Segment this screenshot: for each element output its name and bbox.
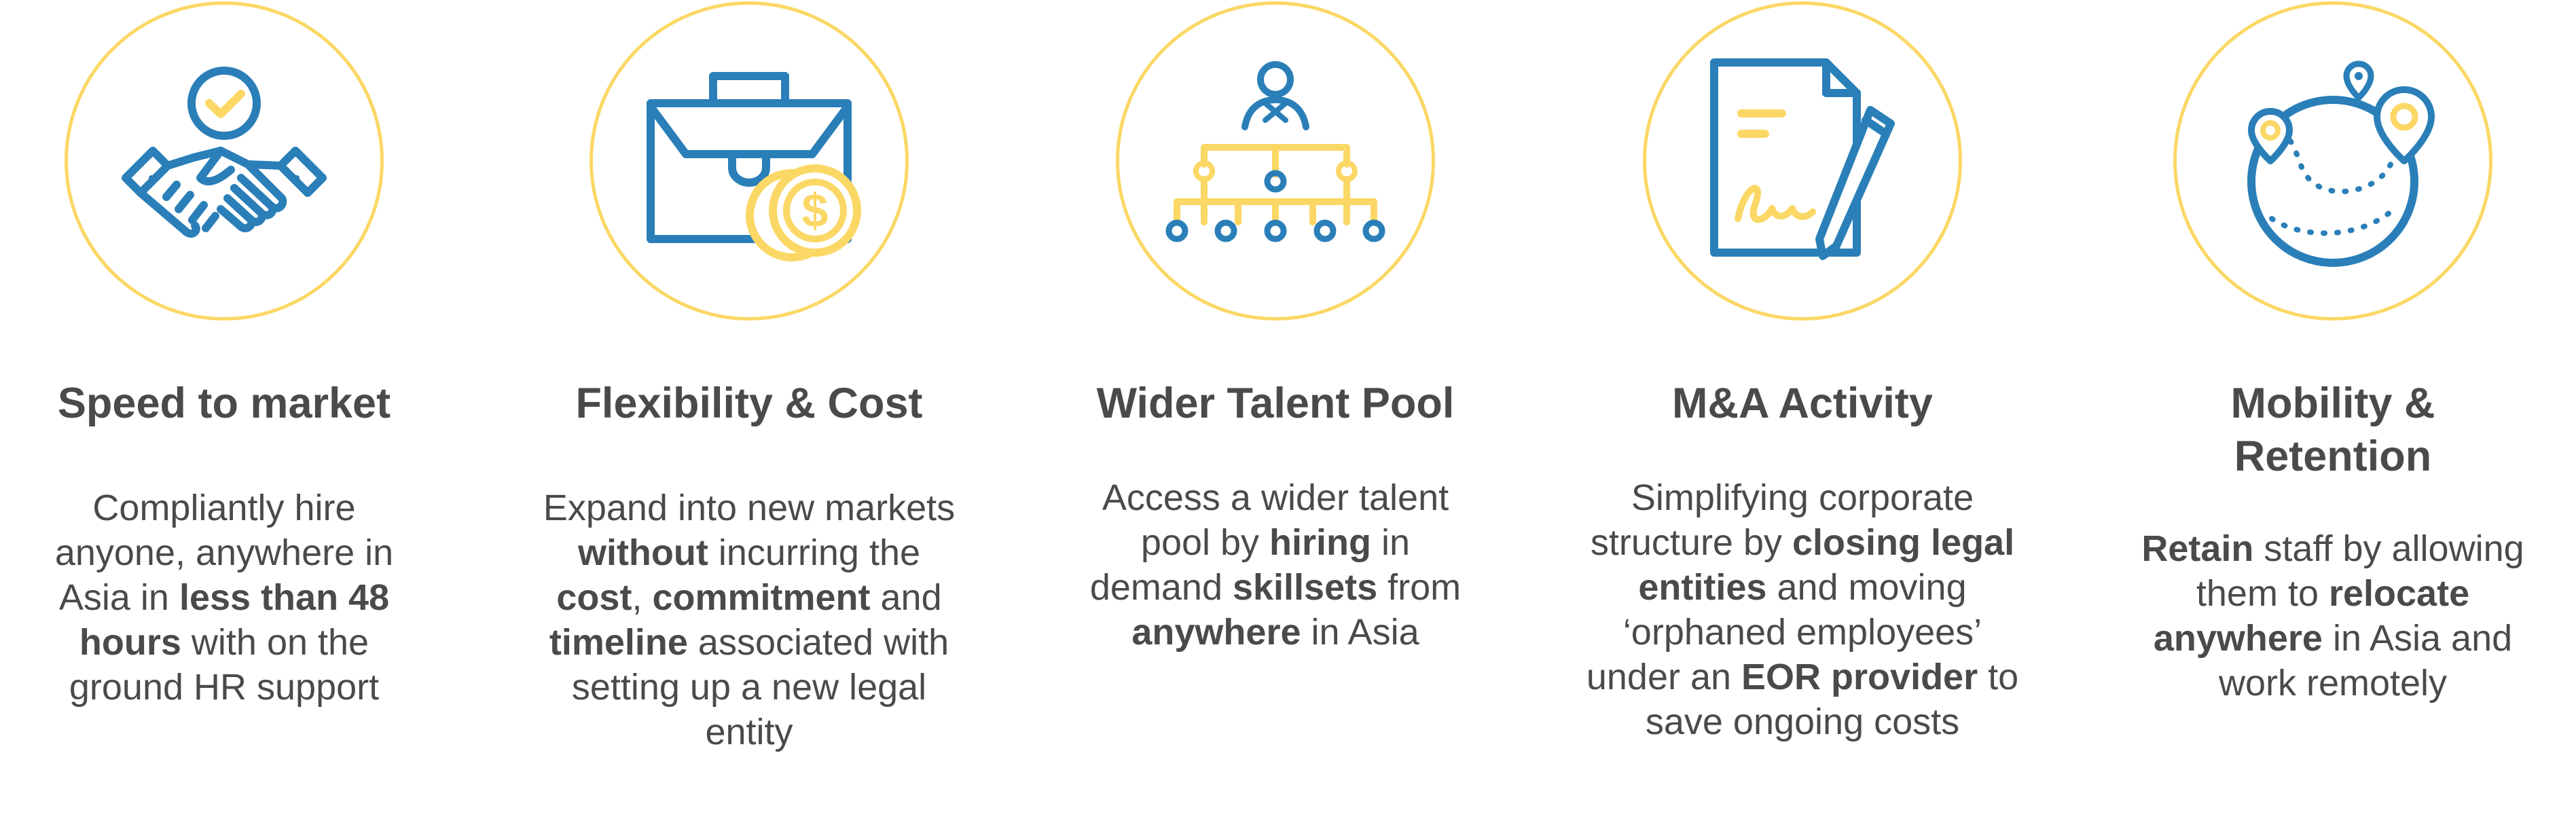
card-title: Mobility & Retention [2230,380,2435,480]
card-title: M&A Activity [1672,380,1933,427]
feature-card-talent: Wider Talent Pool Access a wider talent … [1045,0,1506,823]
icon-circle [65,1,384,321]
card-description: Access a wider talent pool by hiring in … [1045,475,1506,655]
description-text: Expand into new markets [543,488,956,528]
description-text: Simplifying corporate structure by [1590,477,1974,563]
description-text: associated with setting up a new legal e… [571,622,949,752]
org-chart-icon [1165,61,1385,242]
description-emphasis: anywhere [1131,612,1301,653]
svg-text:$: $ [802,184,829,237]
description-emphasis: cost [556,577,632,618]
description-text: and [870,577,942,618]
description-emphasis: commitment [652,577,871,618]
card-title: Speed to market [57,380,391,427]
card-title: Flexibility & Cost [575,380,923,427]
description-text: , [632,577,653,618]
card-description: Simplifying corporate structure by closi… [1572,475,2033,744]
feature-card-flexibility: $ Flexibility & Cost Expand into new mar… [518,0,980,823]
card-description: Compliantly hire anyone, anywhere in Asi… [0,486,455,710]
description-emphasis: relocate anywhere [2153,573,2470,659]
feature-card-speed: Speed to market Compliantly hire anyone,… [0,0,455,823]
description-text: in Asia [1301,612,1419,653]
globe-pins-icon [2247,60,2435,267]
feature-card-ma: M&A Activity Simplifying corporate struc… [1572,0,2033,823]
description-text: from [1377,567,1462,608]
icon-circle [1116,1,1435,321]
icon-circle [2173,1,2492,321]
card-description: Retain staff by allowing them to relocat… [2102,526,2564,706]
description-emphasis: Retain [2141,528,2254,569]
description-text: in demand [1089,522,1411,608]
card-description: Expand into new markets without incurrin… [518,486,980,754]
description-emphasis: hiring [1269,522,1372,563]
contract-pen-icon [1710,58,1895,260]
description-text: Access a wider talent pool by [1102,477,1449,563]
description-text: and moving ‘orphaned employees’ under an [1586,567,1982,697]
icon-circle: $ [589,1,909,321]
description-text: staff by allowing them to [2196,528,2524,614]
description-text: with on the ground HR support [69,622,380,708]
description-emphasis: EOR provider [1741,657,1978,697]
description-text: in Asia and work remotely [2218,618,2513,703]
description-text: to save ongoing costs [1645,657,2019,742]
description-text: incurring the [708,532,921,573]
description-emphasis: timeline [549,622,688,663]
briefcase-coins-icon: $ [647,72,861,261]
card-title: Wider Talent Pool [1096,380,1455,427]
description-emphasis: less than 48 hours [79,577,390,663]
description-text: Compliantly hire anyone, anywhere in Asi… [54,488,394,618]
description-emphasis: without [577,532,708,573]
description-emphasis: skillsets [1232,567,1378,608]
handshake-check-icon [122,67,327,238]
icon-circle [1643,1,1962,321]
description-emphasis: closing legal entities [1638,522,2015,608]
feature-card-mobility: Mobility & Retention Retain staff by all… [2102,0,2564,823]
